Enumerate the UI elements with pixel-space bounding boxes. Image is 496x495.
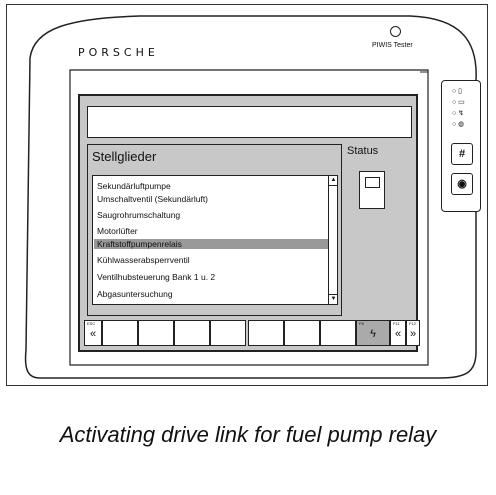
title-field	[87, 106, 412, 138]
page-forward-key[interactable]: F12 »	[406, 320, 420, 346]
scroll-down-icon[interactable]: ▼	[329, 294, 338, 302]
status-label: Status	[347, 145, 379, 157]
function-key-f2[interactable]	[138, 320, 174, 346]
double-left-icon: «	[394, 328, 402, 340]
power-led-icon	[390, 26, 401, 37]
double-right-icon: »	[409, 328, 417, 340]
led-indicator-icon: ○ ↯	[452, 110, 465, 117]
page-back-key[interactable]: F11 «	[390, 320, 406, 346]
list-item[interactable]: Ventilhubsteuerung Bank 1 u. 2	[97, 272, 216, 282]
device-name: PIWIS Tester	[372, 42, 413, 49]
hash-button[interactable]: #	[451, 143, 473, 165]
list-item[interactable]: Saugrohrumschaltung	[97, 210, 181, 220]
back-arrows-icon: «	[89, 328, 97, 340]
list-item[interactable]: Motorlüfter	[97, 226, 138, 236]
function-key-f6[interactable]	[284, 320, 320, 346]
function-key-bar: ESC « F8 ϟ F11 «	[84, 320, 412, 346]
panel-title: Stellglieder	[92, 149, 157, 164]
brand-logo: PORSCHE	[78, 46, 159, 59]
list-item[interactable]: Abgasuntersuchung	[97, 289, 173, 299]
activate-key[interactable]: F8 ϟ	[356, 320, 390, 346]
function-key-f5[interactable]	[248, 320, 284, 346]
list-scrollbar[interactable]: ▲ ▼	[328, 176, 338, 304]
led-indicator-icon: ○ ▭	[452, 99, 465, 106]
function-key-f7[interactable]	[320, 320, 356, 346]
list-item[interactable]: Sekundärluftpumpe	[97, 181, 171, 191]
scroll-up-icon[interactable]: ▲	[329, 176, 338, 186]
led-indicator-icon: ○ ▯	[452, 88, 463, 95]
lightning-icon: ϟ	[370, 328, 376, 340]
function-key-f3[interactable]	[174, 320, 210, 346]
led-indicator-icon: ○ ◍	[452, 121, 465, 128]
power-button-icon[interactable]: ◉	[451, 173, 473, 195]
list-item[interactable]: Kühlwasserabsperrventil	[97, 255, 190, 265]
list-item-selected[interactable]: Kraftstoffpumpenrelais	[94, 239, 328, 249]
list-item[interactable]: Umschaltventil (Sekundärluft)	[97, 194, 209, 204]
function-key-f1[interactable]	[102, 320, 138, 346]
function-key-f4[interactable]	[210, 320, 246, 346]
esc-key[interactable]: ESC «	[84, 320, 102, 346]
status-indicator	[359, 171, 385, 209]
figure-caption: Activating drive link for fuel pump rela…	[59, 422, 437, 447]
